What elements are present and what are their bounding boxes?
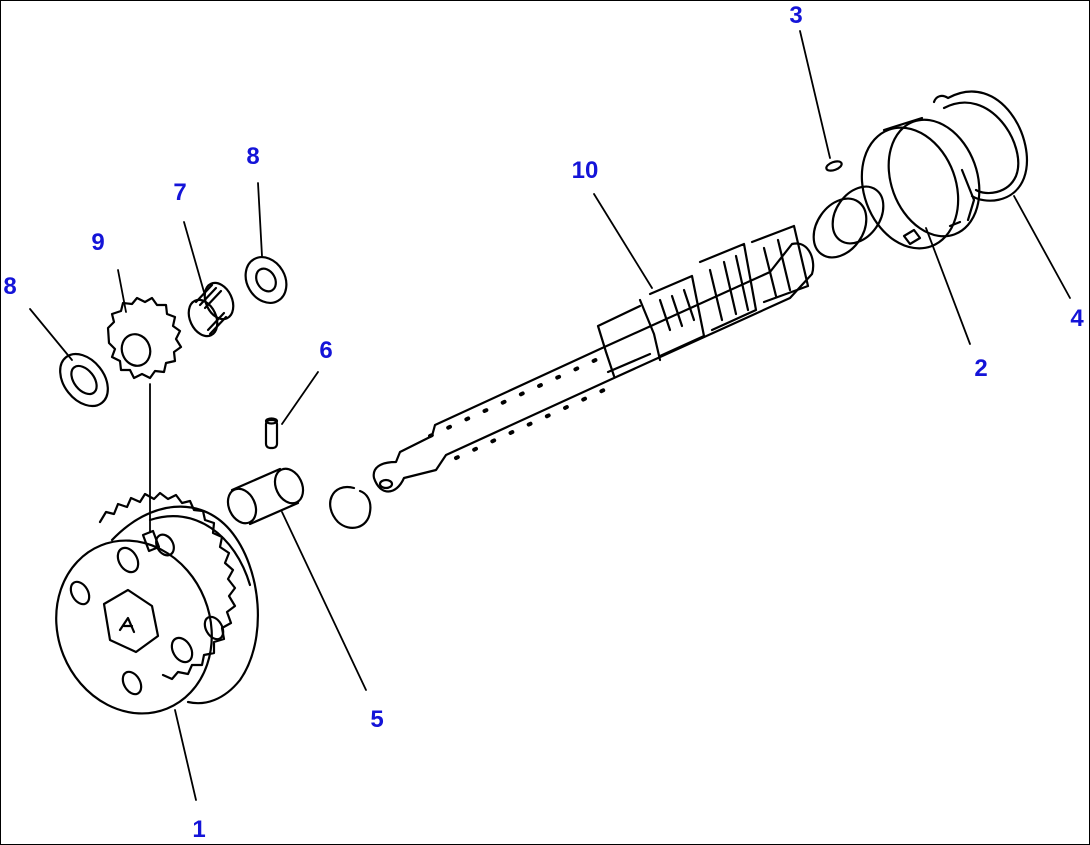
leader-1 xyxy=(174,709,197,801)
carrier-rim xyxy=(110,505,259,705)
shaft-end-far xyxy=(273,467,305,505)
part-4-snap-ring-inner xyxy=(942,101,1020,195)
bearing-front xyxy=(187,298,219,338)
part-1-carrier xyxy=(55,491,259,715)
leader-5 xyxy=(281,511,367,691)
callout-5: 5 xyxy=(370,706,384,733)
callout-2: 2 xyxy=(974,355,988,382)
shaft-tip xyxy=(372,242,815,493)
leader-8-left xyxy=(29,308,73,361)
callout-3: 3 xyxy=(789,2,803,29)
part-2-clutch-ring xyxy=(860,116,981,250)
carrier-center-bore xyxy=(102,588,160,654)
leader-2 xyxy=(925,227,971,345)
leader-8-right xyxy=(257,182,263,257)
shaft-spline-band-d xyxy=(750,224,810,304)
carrier-hole-top xyxy=(116,546,140,574)
callout-9: 9 xyxy=(91,229,105,256)
callout-7: 7 xyxy=(173,179,187,206)
part-3-key xyxy=(825,160,843,172)
leader-3 xyxy=(799,30,831,159)
callout-6: 6 xyxy=(319,337,333,364)
pinion-teeth xyxy=(106,296,183,380)
callout-10: 10 xyxy=(571,157,599,184)
shaft-tip-hole xyxy=(378,478,394,490)
carrier-center-mark xyxy=(118,616,136,634)
washer-right-inner xyxy=(255,267,277,293)
clutch-ring-front xyxy=(860,126,960,250)
callout-8-left: 8 xyxy=(3,273,17,300)
washer-left-outer xyxy=(59,352,109,408)
shaft-spline-band-c xyxy=(698,242,758,332)
part-9-pinion-gear xyxy=(106,296,183,380)
shaft-spline-band-a xyxy=(596,298,662,378)
part-8-thrust-washer-right xyxy=(244,256,288,304)
pin-top xyxy=(264,417,279,425)
leader-4 xyxy=(1013,195,1071,299)
leader-lines xyxy=(29,30,1071,801)
clutch-ring-tab xyxy=(902,228,922,246)
washer-right-outer xyxy=(244,256,288,304)
carrier-front-face xyxy=(55,539,213,715)
part-6-pin xyxy=(264,417,279,450)
part-10-input-shaft xyxy=(372,224,815,493)
carrier-hole-bottom xyxy=(121,670,143,696)
part-8-thrust-washer-left xyxy=(59,352,109,408)
shaft-body xyxy=(230,467,300,526)
shaft-end-near xyxy=(226,487,258,525)
clutch-ring-band xyxy=(882,116,976,228)
leader-7 xyxy=(183,221,205,293)
leader-6 xyxy=(281,371,319,425)
carrier-hole-side-a xyxy=(203,615,225,641)
leader-10 xyxy=(593,193,653,289)
bearing-body-lines xyxy=(194,283,228,336)
pinion-bore xyxy=(120,333,152,367)
snap-ring-mid xyxy=(812,185,885,259)
carrier-rim-inner xyxy=(148,515,252,587)
carrier-pin-slot xyxy=(141,529,161,553)
part-4-snap-ring-large xyxy=(932,90,1029,202)
callout-8-right: 8 xyxy=(246,143,260,170)
callout-1: 1 xyxy=(192,816,206,843)
part-5-planet-shaft xyxy=(226,467,305,526)
pin-body xyxy=(264,418,279,450)
carrier-sprocket-teeth xyxy=(98,491,237,681)
snap-ring-mid-inner xyxy=(831,185,885,245)
washer-left-inner xyxy=(70,364,98,396)
snap-ring-small xyxy=(329,485,372,529)
carrier-hole-side-b xyxy=(155,533,175,557)
part-7-needle-bearing xyxy=(187,281,235,338)
carrier-hole-left xyxy=(69,580,91,606)
shaft-spline-band-b xyxy=(648,274,706,358)
carrier-hole-right xyxy=(170,636,194,664)
callout-4: 4 xyxy=(1070,305,1084,332)
shaft-oil-holes xyxy=(428,356,606,460)
leader-9a xyxy=(117,269,127,313)
